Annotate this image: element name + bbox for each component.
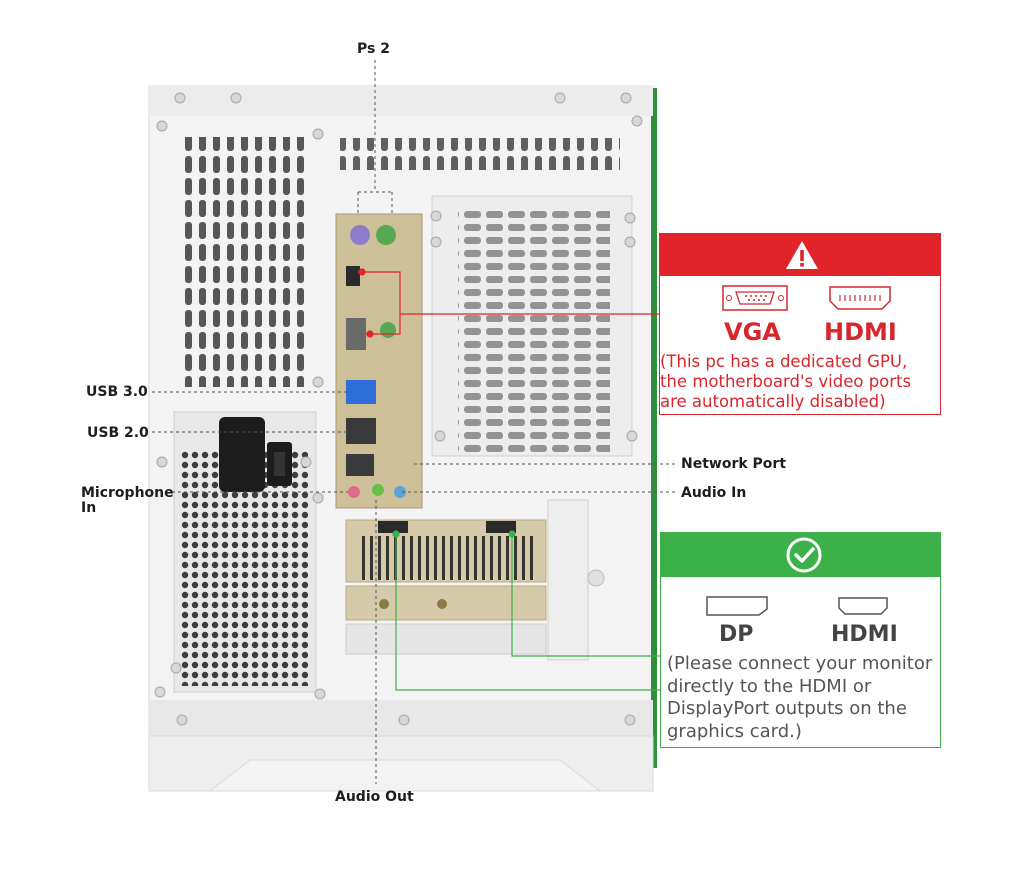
gpu-dp-port	[378, 521, 408, 533]
warning-banner	[660, 234, 940, 276]
usb20-ports	[346, 418, 376, 444]
label-usb30: USB 3.0	[86, 384, 148, 400]
label-microphone-line2: In	[81, 500, 97, 516]
warning-triangle-icon	[786, 241, 818, 269]
ok-panel: DP HDMI (Please connect your monitor dir…	[660, 532, 941, 748]
label-microphone-line1: Microphone	[81, 485, 174, 501]
red-connector-hdmi	[358, 271, 659, 315]
hdmi-port-icon-warning	[829, 286, 891, 310]
case-green-edge	[651, 88, 657, 768]
warning-panel: VGA HDMI (This pc has a dedicated GPU, t…	[659, 233, 941, 415]
label-audio-in: Audio In	[681, 485, 747, 501]
slot-cover-bracket	[547, 499, 589, 661]
audio-jack-pink	[348, 486, 360, 498]
label-usb20: USB 2.0	[87, 425, 149, 441]
network-port-jack	[346, 454, 374, 476]
green-connector-hdmi	[511, 533, 660, 657]
onboard-vga-port	[346, 318, 366, 350]
warning-port-vga: VGA	[724, 318, 781, 346]
ok-port-dp: DP	[719, 622, 754, 647]
check-circle-icon	[786, 537, 822, 573]
psu-socket	[219, 417, 265, 492]
case-foot	[148, 735, 654, 792]
ps2-leader	[357, 60, 393, 214]
displayport-icon	[706, 596, 768, 616]
left-vent	[182, 137, 304, 387]
gpu-fins	[360, 536, 536, 580]
onboard-hdmi-port	[346, 266, 360, 286]
ps2-port-purple	[350, 225, 370, 245]
audio-jack-green	[372, 484, 384, 496]
label-network-port: Network Port	[681, 456, 787, 472]
case-top-rail	[149, 86, 653, 116]
label-audio-out: Audio Out	[335, 789, 414, 805]
label-ps2: Ps 2	[357, 41, 390, 57]
gpu-hdmi-port	[486, 521, 516, 533]
top-vent	[340, 138, 620, 170]
fan-grill	[458, 207, 610, 452]
ps2-port-green	[376, 225, 396, 245]
hdmi-port-icon-ok	[838, 597, 888, 615]
vga-port-icon	[722, 285, 788, 311]
green-connector-dp	[395, 533, 660, 691]
warning-note: (This pc has a dedicated GPU, the mother…	[660, 352, 912, 411]
ok-banner	[661, 533, 940, 577]
red-connector-vga	[366, 314, 401, 335]
usb30-ports	[346, 380, 376, 404]
warning-port-hdmi: HDMI	[824, 318, 897, 346]
ok-port-hdmi: HDMI	[831, 622, 898, 647]
audio-jack-blue	[394, 486, 406, 498]
ok-note: (Please connect your monitor directly to…	[667, 653, 933, 742]
